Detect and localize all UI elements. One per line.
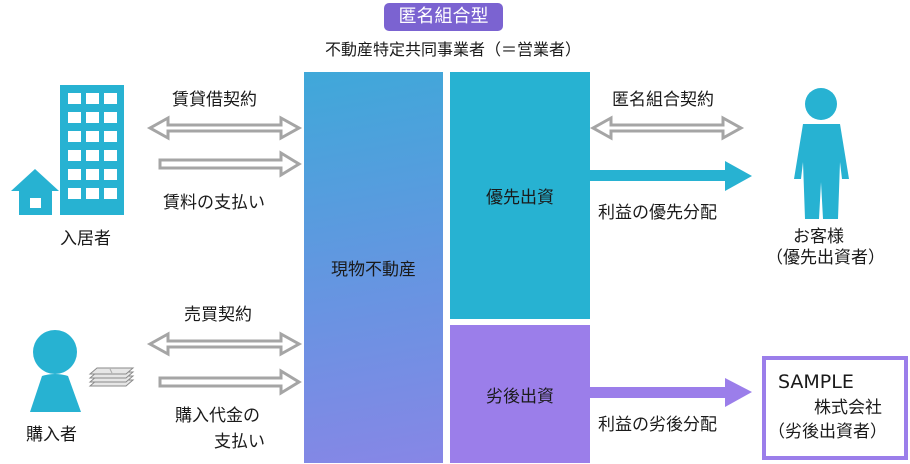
investor-role-label: （劣後出資者）: [768, 422, 887, 442]
sales-contract-arrow: [146, 331, 303, 357]
customer-label: お客様: [793, 227, 844, 247]
sales-contract-label: 売買契約: [184, 305, 252, 325]
purchase-payment-arrow: [158, 368, 302, 396]
banknote-stack-icon: [88, 367, 135, 387]
investor-name-line2: 株式会社: [814, 398, 882, 418]
customer-person-icon: [794, 88, 849, 219]
junior-distribution-arrow: [590, 378, 752, 407]
tenant-label: 入居者: [60, 229, 111, 249]
buyer-person-icon: [30, 330, 81, 412]
investor-name-line1: SAMPLE: [778, 371, 854, 393]
customer-role-label: （優先出資者）: [766, 248, 885, 268]
senior-distribution-label: 利益の優先分配: [598, 203, 717, 223]
senior-investment-box: 優先出資: [450, 72, 590, 319]
silent-partnership-contract-arrow: [589, 115, 745, 141]
lease-contract-arrow: [146, 115, 303, 141]
purchase-payment-label-line2: 支払い: [214, 432, 265, 452]
senior-investment-label: 優先出資: [486, 188, 554, 208]
rent-payment-arrow: [158, 150, 302, 178]
buyer-label: 購入者: [26, 425, 77, 445]
scheme-type-badge: 匿名組合型: [384, 3, 503, 31]
junior-investment-label: 劣後出資: [486, 386, 554, 407]
lease-contract-label: 賃貸借契約: [172, 90, 257, 110]
junior-investor-box: SAMPLE 株式会社 （劣後出資者）: [762, 356, 908, 460]
real-estate-asset-label: 現物不動産: [331, 260, 416, 280]
junior-investment-box: 劣後出資: [450, 325, 590, 463]
purchase-payment-label-line1: 購入代金の: [175, 406, 260, 426]
real-estate-asset-box: 現物不動産: [304, 72, 443, 463]
operator-title: 不動産特定共同事業者（＝営業者）: [324, 40, 581, 59]
senior-distribution-arrow: [590, 161, 752, 191]
building-house-icon: [11, 85, 124, 215]
rent-payment-label: 賃料の支払い: [163, 193, 265, 213]
junior-distribution-label: 利益の劣後分配: [598, 415, 717, 435]
silent-partnership-contract-label: 匿名組合契約: [612, 90, 714, 110]
